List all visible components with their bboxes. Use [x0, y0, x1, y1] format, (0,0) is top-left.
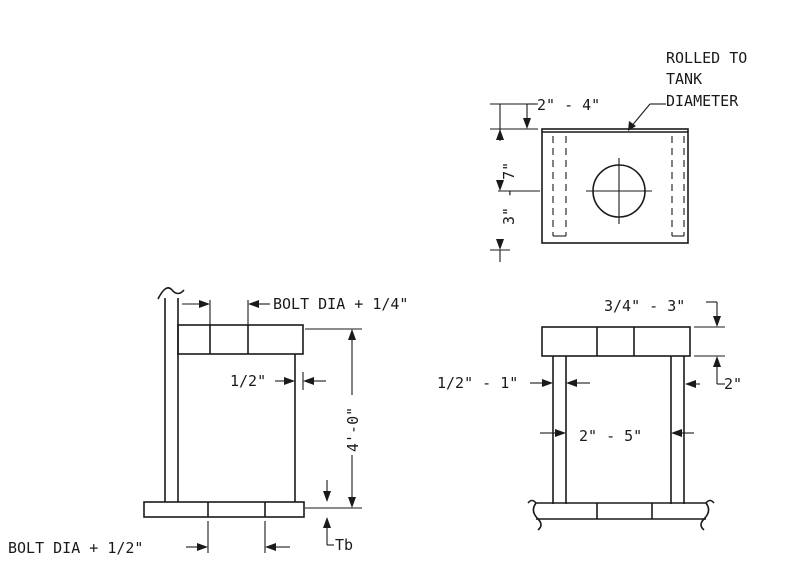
dim-half-arrow-right	[303, 377, 314, 385]
range-2-5-label: 2" - 5"	[579, 427, 642, 445]
dim-bolt-quarter-arrow-left	[199, 300, 210, 308]
diameter-label: DIAMETER	[666, 92, 739, 110]
dim-top-width-arrow	[523, 118, 531, 129]
dim-2in-arrow-left	[685, 380, 696, 388]
dim-3q-arrow-top	[713, 316, 721, 327]
dim-tb-arrow-top	[323, 491, 331, 502]
height-4ft-label: 4'-0"	[344, 407, 362, 452]
dim-2to5-arrow-left	[555, 429, 566, 437]
shell-break-line	[157, 287, 185, 300]
elev-base-plate	[143, 501, 305, 518]
dim-top-height-arrow-center	[496, 180, 504, 191]
tb-label: Tb	[335, 536, 353, 554]
dim-height-arrow-top	[348, 329, 356, 340]
dim-2to5-arrow-right	[671, 429, 682, 437]
dim-bolt-half-arrow-right	[265, 543, 276, 551]
top-width-label: 2" - 4"	[537, 96, 600, 114]
dim-bolt-half-arrow-left	[197, 543, 208, 551]
dim-bolt-quarter-arrow-right	[248, 300, 259, 308]
range-half-1-label: 1/2" - 1"	[437, 374, 518, 392]
bolt-dia-half-label: BOLT DIA + 1/2"	[8, 539, 143, 557]
dim-half1-arrow-right	[566, 379, 577, 387]
dim-half1-arrow-left	[542, 379, 553, 387]
top-height-label: 3" - 7"	[500, 162, 518, 225]
two-inch-label: 2"	[724, 375, 742, 393]
front-base-top-edge	[527, 499, 715, 504]
range-3q-3-label: 3/4" - 3"	[604, 297, 685, 315]
top-plate-view: 2" - 4" ROLLED TO TANK DIAMETER 3" - 7"	[490, 49, 747, 262]
elev-top-plate	[177, 324, 304, 355]
dim-height-arrow-bot	[348, 497, 356, 508]
right-elevation-view: 3/4" - 3" 2" 1/2" - 1" 2" - 5"	[437, 297, 742, 531]
dim-2in-arrow	[713, 356, 721, 367]
half-inch-label: 1/2"	[230, 372, 266, 390]
dim-top-height-arrow-top	[496, 129, 504, 140]
left-elevation-view: BOLT DIA + 1/4" 1/2" 4'-0" Tb BOLT DIA +…	[8, 287, 408, 557]
dim-top-height-arrow-bot	[496, 239, 504, 250]
top-plate-outline	[541, 128, 689, 244]
front-base-break-left	[532, 502, 542, 531]
tank-label: TANK	[666, 70, 702, 88]
dim-tb-arrow-bot	[323, 517, 331, 528]
front-top-plate	[541, 326, 691, 357]
bolt-dia-quarter-label: BOLT DIA + 1/4"	[273, 295, 408, 313]
rolled-leader-arrow	[628, 121, 636, 131]
rolled-leader-diag	[629, 103, 651, 129]
rolled-to-label: ROLLED TO	[666, 49, 747, 67]
front-base-break-right	[700, 502, 710, 531]
dim-half-arrow-left	[284, 377, 295, 385]
